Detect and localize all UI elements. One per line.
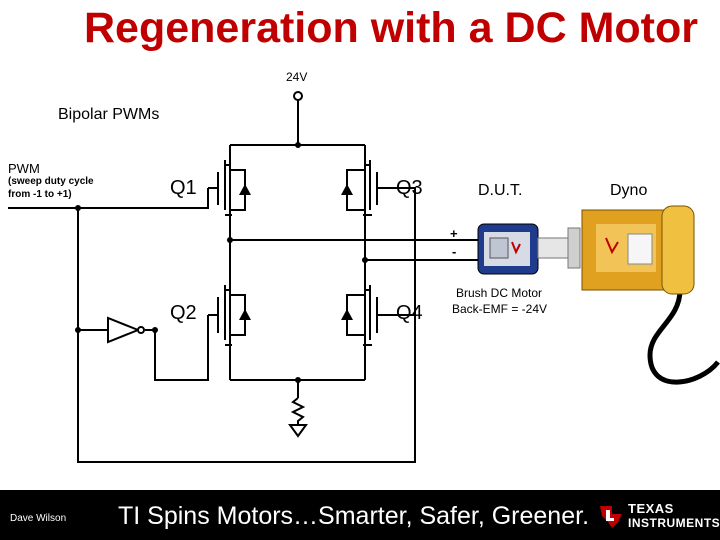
slide-title: Regeneration with a DC Motor [84,4,698,52]
q2-label: Q2 [170,302,197,324]
q1-label: Q1 [170,177,197,199]
h-bridge-schematic [8,91,720,463]
ti-logo: TEXAS INSTRUMENTS [598,498,720,538]
q3-gate-wire [77,208,416,463]
ground-symbol [288,424,308,438]
footer-slogan: TI Spins Motors…Smarter, Safer, Greener. [118,502,590,530]
ti-state-icon [600,506,622,528]
q4-gate-wire [387,187,416,315]
back-emf-label: Back-EMF = -24V [452,302,548,316]
q3-diode-arrow [341,184,353,195]
pwm-note-line2: from -1 to +1) [8,189,72,200]
dyno-image [581,205,695,295]
inverter-gate [107,316,141,344]
dyno-label: Dyno [610,182,648,199]
motor-plus-label: + [450,226,458,241]
supply-voltage-label: 24V [286,70,308,84]
ti-logo-line1: TEXAS [628,501,674,516]
supply-rail [229,100,366,165]
pwm-note-line1: (sweep duty cycle [8,176,94,187]
dyno-cable [647,289,720,385]
motor-leads [460,239,478,261]
q4-transistor [363,260,387,380]
dut-motor-image [477,223,581,275]
motor-type-label: Brush DC Motor [456,286,543,300]
footer-author: Dave Wilson [10,513,67,524]
q4-label: Q4 [396,302,423,324]
q1-gate-wire [78,188,209,209]
supply-terminal [293,91,303,101]
pwm-label: PWM [8,161,40,176]
footer-bar: Dave Wilson TI Spins Motors…Smarter, Saf… [0,490,720,540]
q2-diode-arrow [239,309,251,320]
q2-transistor [208,240,232,380]
dut-label: D.U.T. [478,182,523,199]
ti-logo-line2: INSTRUMENTS [628,516,720,530]
q1-diode-arrow [239,184,251,195]
q1-transistor [208,160,232,240]
inverter-wire [78,315,209,381]
q3-transistor [363,160,387,260]
motor-minus-label: - [452,244,457,259]
bipolar-pwms-label: Bipolar PWMs [58,106,160,123]
q3-label: Q3 [396,177,423,199]
q4-diode-arrow [341,309,353,320]
sense-resistor [290,397,306,425]
